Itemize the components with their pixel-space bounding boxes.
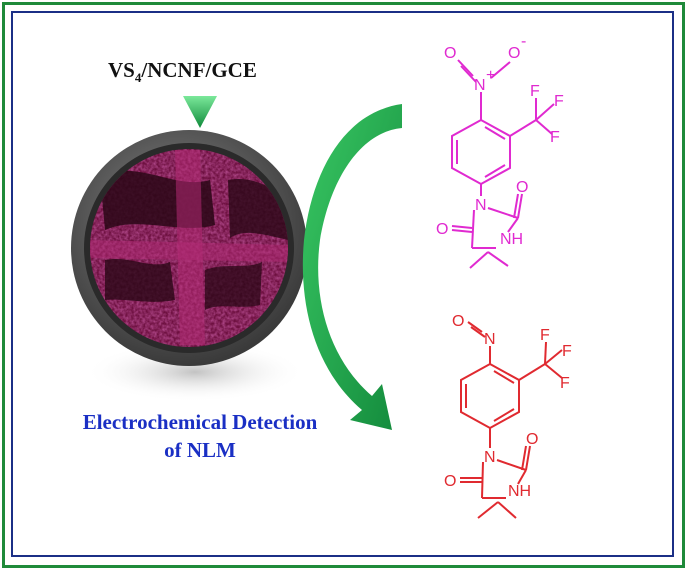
- inner-frame: [11, 11, 674, 557]
- atom-o-carbonyl-left: O: [436, 221, 448, 238]
- sem-texture: [90, 149, 288, 347]
- atom-f1: F: [530, 83, 540, 100]
- atom-o-carbonyl-right: O: [526, 431, 538, 448]
- atom-o-left: O: [444, 45, 456, 62]
- atom-n-ring: N: [484, 449, 496, 466]
- electrode-label: VS4/NCNF/GCE: [108, 58, 257, 86]
- atom-nh: NH: [508, 483, 531, 500]
- pointer-triangle: [183, 96, 217, 128]
- atom-n-nitroso: N: [484, 331, 496, 348]
- atom-f3: F: [560, 375, 570, 392]
- atom-f1: F: [540, 327, 550, 344]
- electrode-shadow: [85, 342, 305, 402]
- atom-f2: F: [554, 93, 564, 110]
- atom-o-carbonyl-right: O: [516, 179, 528, 196]
- atom-n-ring: N: [475, 197, 487, 214]
- atom-f2: F: [562, 343, 572, 360]
- molecule-reduced: [460, 321, 563, 519]
- molecule-nilutamide: [451, 59, 555, 269]
- caption-line-1: Electrochemical Detection: [82, 410, 318, 434]
- charge-plus: +: [486, 67, 495, 84]
- caption: Electrochemical Detection of NLM: [40, 408, 360, 464]
- atom-o-right: O: [508, 45, 520, 62]
- reaction-arrow: [302, 104, 402, 430]
- molecule-reduced-labels: O N F F F N O O NH: [444, 313, 572, 500]
- caption-line-2: of NLM: [164, 438, 236, 462]
- atom-nh: NH: [500, 231, 523, 248]
- atom-o-carbonyl-left: O: [444, 473, 456, 490]
- molecule-nilutamide-labels: N + O O - F F F N O O NH: [436, 33, 564, 248]
- atom-f3: F: [550, 129, 560, 146]
- charge-minus: -: [521, 33, 526, 50]
- atom-o-nitroso: O: [452, 313, 464, 330]
- electrode: [71, 130, 307, 366]
- atom-n-plus: N: [474, 77, 486, 94]
